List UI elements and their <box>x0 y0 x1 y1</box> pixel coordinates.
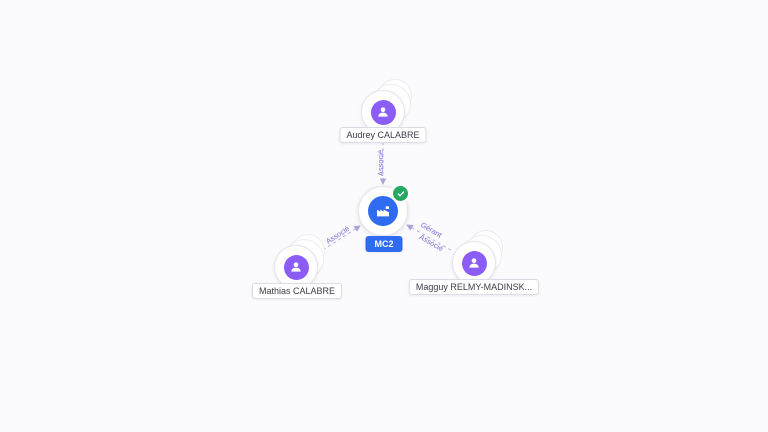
avatar <box>283 254 309 280</box>
avatar <box>370 99 396 125</box>
node-mc2[interactable] <box>358 184 410 236</box>
node-circle <box>274 245 318 289</box>
edge-label-associe-top: Associé <box>376 150 385 176</box>
person-icon <box>378 107 388 117</box>
node-circle <box>452 241 496 285</box>
edge-magguy-mc2 <box>406 224 452 251</box>
edge-label-associe-left: Associé <box>324 224 351 246</box>
node-label-mathias-calabre[interactable]: Mathias CALABRE <box>251 283 343 299</box>
node-magguy-relmy-madinsk[interactable] <box>452 230 503 285</box>
node-label-magguy-relmy-madinsk[interactable]: Magguy RELMY-MADINSK... <box>408 279 540 295</box>
node-mathias-calabre[interactable] <box>274 234 325 289</box>
verified-badge <box>391 184 410 203</box>
node-circle <box>358 186 408 236</box>
company-icon <box>377 206 389 217</box>
person-icon <box>291 262 301 272</box>
node-audrey-calabre[interactable] <box>361 79 412 134</box>
person-icon <box>469 258 479 268</box>
edge-mathias-mc2 <box>317 225 361 254</box>
avatar <box>461 250 487 276</box>
company-disc <box>368 196 398 226</box>
check-icon <box>397 190 404 197</box>
node-label-mc2[interactable]: MC2 <box>365 236 403 252</box>
node-label-audrey-calabre[interactable]: Audrey CALABRE <box>339 127 427 143</box>
